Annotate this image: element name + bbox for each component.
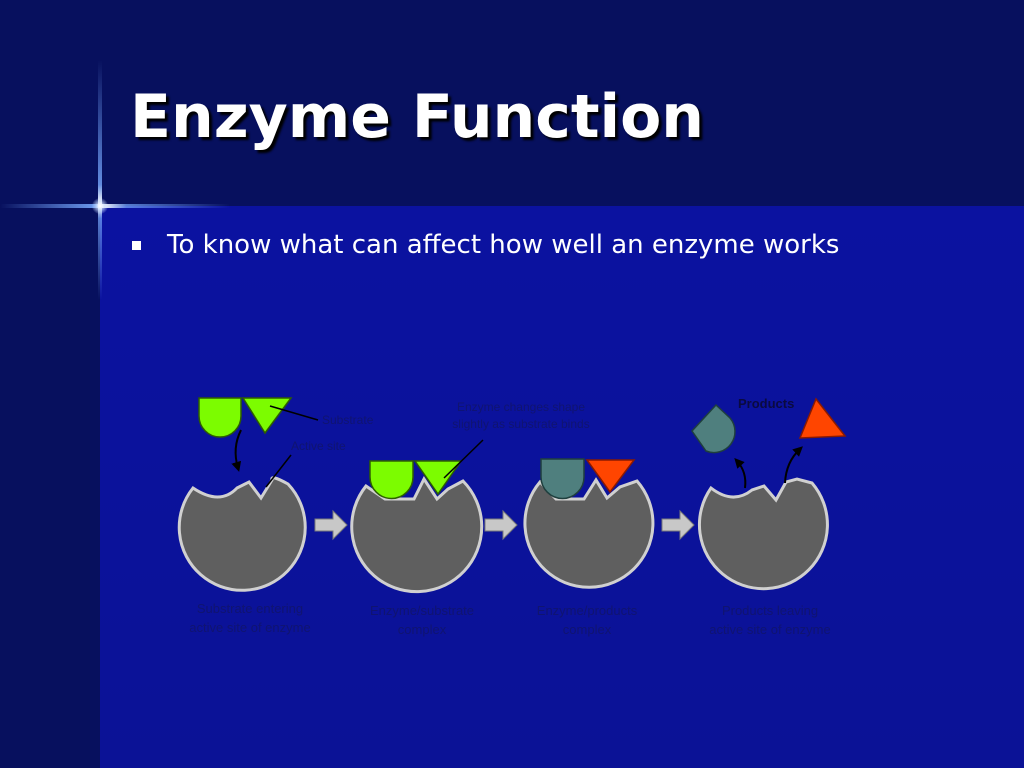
enzyme-2: [350, 475, 484, 594]
product-release-arrow-right: [784, 446, 803, 484]
bullet-item: To know what can affect how well an enzy…: [132, 230, 839, 260]
released-product-triangle: [798, 397, 847, 439]
enzyme-4: [697, 477, 829, 591]
light-flare-center: [92, 198, 108, 214]
active-site-label: Active site: [291, 439, 346, 453]
step-arrow-1: [314, 509, 348, 541]
step-arrow-3: [661, 509, 695, 541]
shape-change-label-line-1: Enzyme changes shape: [457, 400, 585, 414]
substrate-pointer-line: [269, 405, 319, 421]
caption-2-line-2: complex: [398, 622, 447, 637]
substrate-half-circle: [198, 397, 242, 438]
light-flare-horizontal: [0, 204, 230, 208]
light-flare-vertical: [98, 60, 102, 300]
title-band: [0, 0, 1024, 206]
bound-substrate-triangle: [413, 460, 463, 496]
caption-3-line-2: complex: [563, 622, 612, 637]
caption-2-line-1: Enzyme/substrate: [370, 603, 474, 618]
square-bullet-icon: [132, 240, 141, 250]
active-site-pointer-line: [265, 454, 292, 488]
products-label: Products: [738, 396, 794, 411]
bullet-text: To know what can affect how well an enzy…: [167, 230, 840, 260]
substrate-triangle: [241, 397, 293, 435]
bound-product-triangle: [585, 459, 636, 494]
step-arrow-2: [484, 509, 518, 541]
caption-4-line-1: Products leaving: [722, 603, 818, 618]
bound-product-half-circle: [540, 458, 585, 500]
enzyme-1: [177, 476, 307, 592]
substrate-entry-arrow: [231, 429, 242, 472]
shape-change-pointer-line: [443, 439, 484, 479]
enzyme-3: [523, 477, 655, 589]
left-band: [0, 206, 100, 768]
caption-4-line-2: active site of enzyme: [709, 622, 830, 637]
product-release-arrow-left: [734, 458, 747, 489]
released-product-half-circle: [691, 403, 736, 454]
bound-substrate-half-circle: [369, 460, 414, 500]
caption-1-line-1: Substrate entering: [197, 601, 303, 616]
shape-change-label-line-2: slightly as substrate binds: [452, 417, 589, 431]
substrate-label: Substrate: [322, 413, 374, 427]
slide-title: Enzyme Function: [130, 82, 705, 152]
caption-3-line-1: Enzyme/products: [537, 603, 638, 618]
caption-1-line-2: active site of enzyme: [189, 620, 310, 635]
